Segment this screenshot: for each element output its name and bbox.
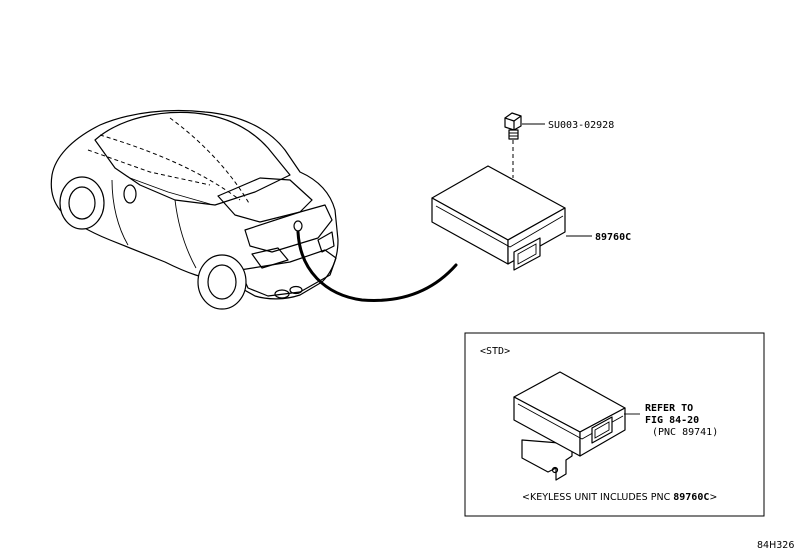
figure-code: 84H326: [757, 540, 794, 551]
std-variant-tag: <STD>: [480, 346, 510, 357]
keyless-unit-note: <KEYLESS UNIT INCLUDES PNC 89760C>: [522, 492, 717, 503]
vehicle-rear-three-quarter-icon: [50, 109, 339, 310]
bracketed-module-icon: [513, 371, 626, 481]
unit-part-number: 89760C: [595, 232, 631, 243]
refer-text-line2: FIG 84-20: [645, 415, 699, 426]
location-leader-line: [296, 230, 458, 302]
bolt-icon: [504, 112, 522, 140]
refer-text-line3: (PNC 89741): [652, 427, 718, 438]
control-module-icon: [431, 165, 566, 271]
refer-text-line1: REFER TO: [645, 403, 693, 414]
bolt-part-number: SU003-02928: [548, 120, 614, 131]
std-variant-box: [464, 332, 765, 517]
